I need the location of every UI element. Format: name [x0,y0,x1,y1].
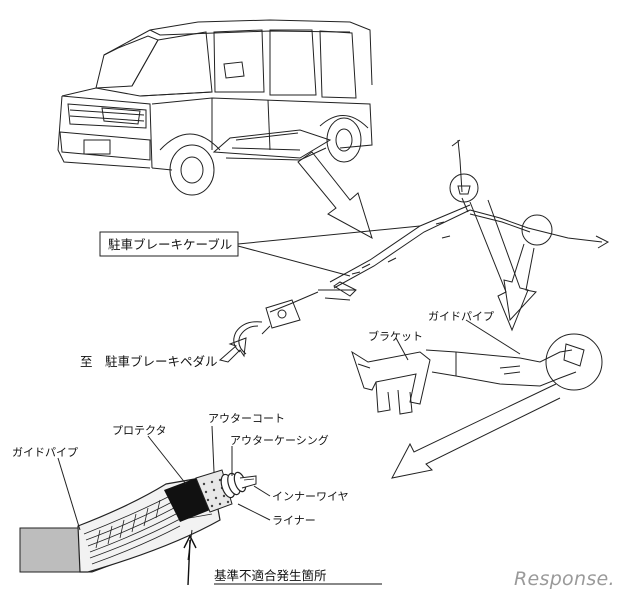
label-outer-casing: アウターケーシング [230,433,329,447]
brake-cable-assembly [233,139,610,355]
label-guide-pipe-lower: ガイドパイプ [12,446,78,459]
label-outer-coat: アウターコート [208,412,285,425]
label-to-parking-brake-pedal: 至 駐車ブレーキペダル [80,354,218,369]
label-liner: ライナー [272,514,316,527]
cable-cross-section [19,469,257,573]
arrow-van-to-cable [297,151,373,240]
label-parking-brake-cable: 駐車ブレーキケーブル [108,237,232,252]
arrows-to-detail [469,199,537,332]
leader-lines-cable [237,225,421,277]
detail-circle-top [449,173,479,203]
response-watermark: Response. [514,568,615,590]
label-nonconformity-location: 基準不適合発生箇所 [214,568,327,583]
label-inner-wire: インナーワイヤ [272,490,349,503]
arrow-to-cross-section [391,383,561,479]
arrow-to-pedal [218,337,247,363]
label-protector: プロテクタ [112,424,167,437]
guide-pipe-bracket-detail [351,333,603,415]
nonconformity-pointer [183,534,197,586]
detail-circle-pipe-end [545,333,603,391]
label-guide-pipe-upper: ガイドパイプ [428,310,494,323]
parking-brake-cable-label-box [99,231,239,257]
label-bracket: ブラケット [368,329,423,343]
detail-circle-right [521,214,553,246]
leader-lines-pipe [395,319,521,361]
